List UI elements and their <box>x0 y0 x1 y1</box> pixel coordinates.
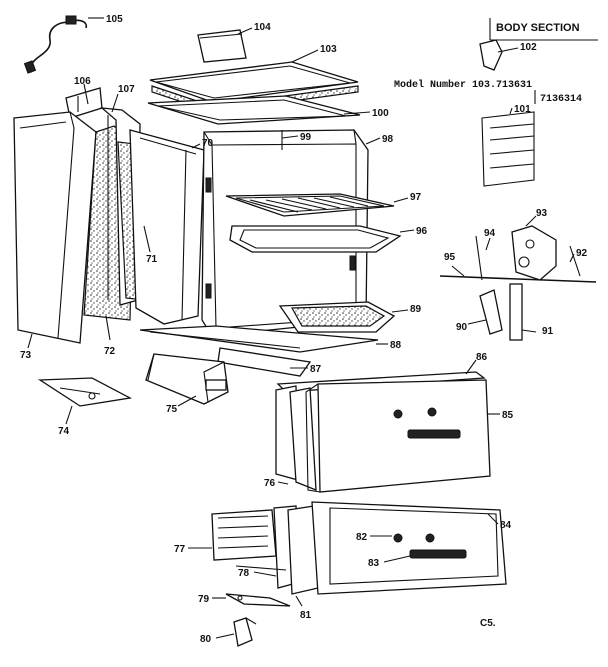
part-label-79: 79 <box>198 594 210 605</box>
part-label-92: 92 <box>576 248 588 259</box>
part-label-96: 96 <box>416 226 428 237</box>
part-label-74: 74 <box>58 426 70 437</box>
part-label-98: 98 <box>382 134 394 145</box>
part-label-95: 95 <box>444 252 456 263</box>
part-label-77: 77 <box>174 544 186 555</box>
part-label-97: 97 <box>410 192 422 203</box>
part-label-91: 91 <box>542 326 554 337</box>
backguard-piece <box>197 29 247 63</box>
part-label-94: 94 <box>484 228 496 239</box>
backguard-rack <box>481 111 535 187</box>
leveling-bracket <box>233 617 257 647</box>
part-label-89: 89 <box>410 304 422 315</box>
part-label-88: 88 <box>390 340 402 351</box>
part-label-76: 76 <box>264 478 276 489</box>
page-code: C5. <box>480 618 496 629</box>
broiler-drawer <box>211 501 507 595</box>
oven-door <box>275 371 491 493</box>
power-cord <box>23 15 88 74</box>
part-label-87: 87 <box>310 364 322 375</box>
part-label-86: 86 <box>476 352 488 363</box>
part-label-80: 80 <box>200 634 212 645</box>
part-label-90: 90 <box>456 322 468 333</box>
part-label-78: 78 <box>238 568 250 579</box>
part-label-104: 104 <box>254 22 271 33</box>
part-label-93: 93 <box>536 208 548 219</box>
header-box: BODY SECTION <box>489 18 598 41</box>
model-number-line-1: Model Number 103.713631 <box>394 79 532 91</box>
burner-box <box>145 353 229 405</box>
kick-plate <box>217 347 312 377</box>
part-label-107: 107 <box>118 84 135 95</box>
hinge-clip <box>479 39 503 71</box>
model-number-line-2: 7136314 <box>540 94 582 105</box>
part-label-84: 84 <box>500 520 512 531</box>
part-label-82: 82 <box>356 532 368 543</box>
bottom-panel <box>139 325 379 353</box>
top-frame <box>147 95 361 125</box>
leader-lines <box>27 17 575 639</box>
part-label-103: 103 <box>320 44 337 55</box>
broiler-pan <box>229 225 402 253</box>
broiler-grid <box>278 301 396 333</box>
door-hinge-assembly <box>439 225 597 341</box>
part-label-75: 75 <box>166 404 178 415</box>
part-label-101: 101 <box>514 104 531 115</box>
access-plate <box>37 377 133 407</box>
part-label-81: 81 <box>300 610 312 621</box>
drawer-glide <box>225 593 291 607</box>
part-label-105: 105 <box>106 14 123 25</box>
part-labels: 105 104 103 102 101 100 106 107 99 98 70… <box>20 14 588 645</box>
part-label-85: 85 <box>502 410 514 421</box>
oven-rack-upper <box>225 193 395 217</box>
part-label-102: 102 <box>520 42 537 53</box>
part-label-72: 72 <box>104 346 116 357</box>
side-panel-left <box>13 111 97 344</box>
section-title: BODY SECTION <box>496 22 580 34</box>
part-label-71: 71 <box>146 254 158 265</box>
part-label-83: 83 <box>368 558 380 569</box>
part-label-100: 100 <box>372 108 389 119</box>
part-label-73: 73 <box>20 350 32 361</box>
part-label-99: 99 <box>300 132 312 143</box>
part-label-70: 70 <box>202 138 214 149</box>
oven-side-wrap <box>129 129 205 325</box>
part-label-106: 106 <box>74 76 91 87</box>
